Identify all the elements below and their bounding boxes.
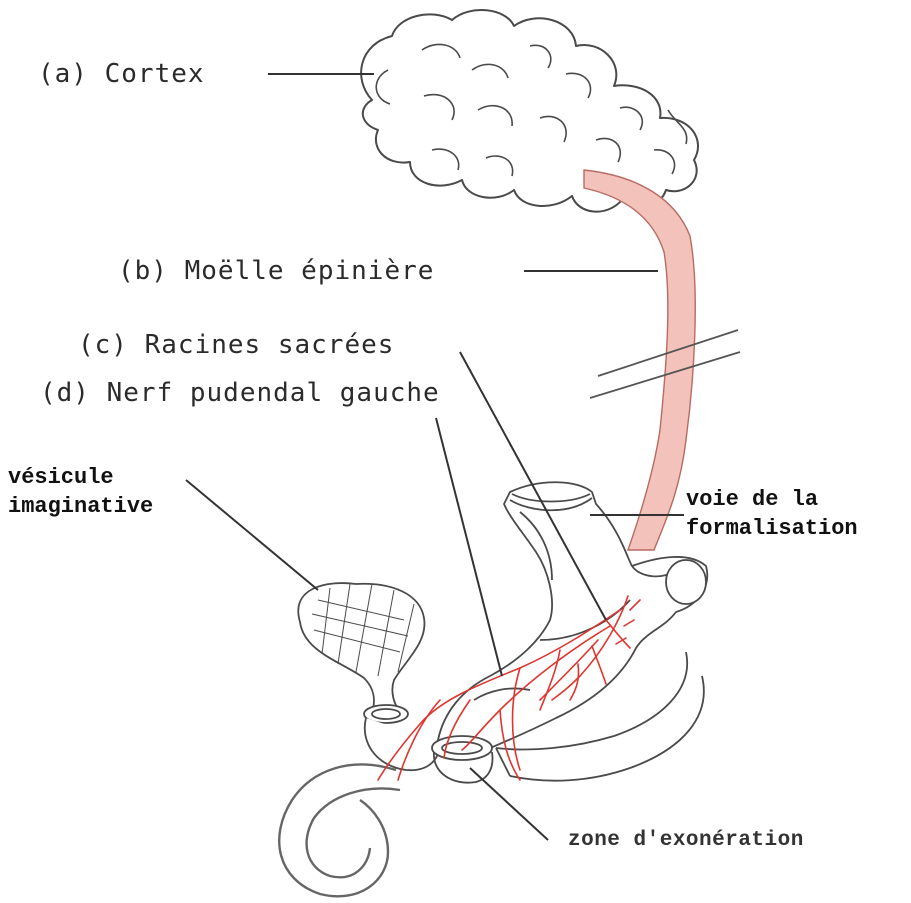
label-racines-sacrees: (c) Racines sacrées: [78, 332, 394, 358]
label-vesicule-line1: vésicule: [8, 464, 153, 493]
label-voie-formalisation: voie de la formalisation: [686, 486, 858, 543]
label-voie-line2: formalisation: [686, 515, 858, 544]
leader-racines: [460, 352, 606, 620]
label-nerf-pudendal: (d) Nerf pudendal gauche: [40, 380, 440, 406]
sphincter-ring: [432, 736, 492, 783]
leader-nerf: [436, 418, 502, 676]
label-vesicule-imaginative: vésicule imaginative: [8, 464, 153, 521]
label-vesicule-line2: imaginative: [8, 493, 153, 522]
tubular-loop: [279, 765, 400, 897]
label-cortex: (a) Cortex: [38, 61, 205, 87]
label-zone-exoneration: zone d'exonération: [568, 830, 804, 851]
leader-zone: [470, 768, 548, 840]
leader-vesicule: [186, 480, 318, 590]
vesicule-imaginative-organ: [298, 583, 440, 770]
cortex-brain: [361, 10, 698, 212]
colon: [438, 482, 707, 754]
label-voie-line1: voie de la: [686, 486, 858, 515]
spinal-cord: [584, 170, 695, 550]
label-moelle-epiniere: (b) Moëlle épinière: [118, 258, 434, 284]
